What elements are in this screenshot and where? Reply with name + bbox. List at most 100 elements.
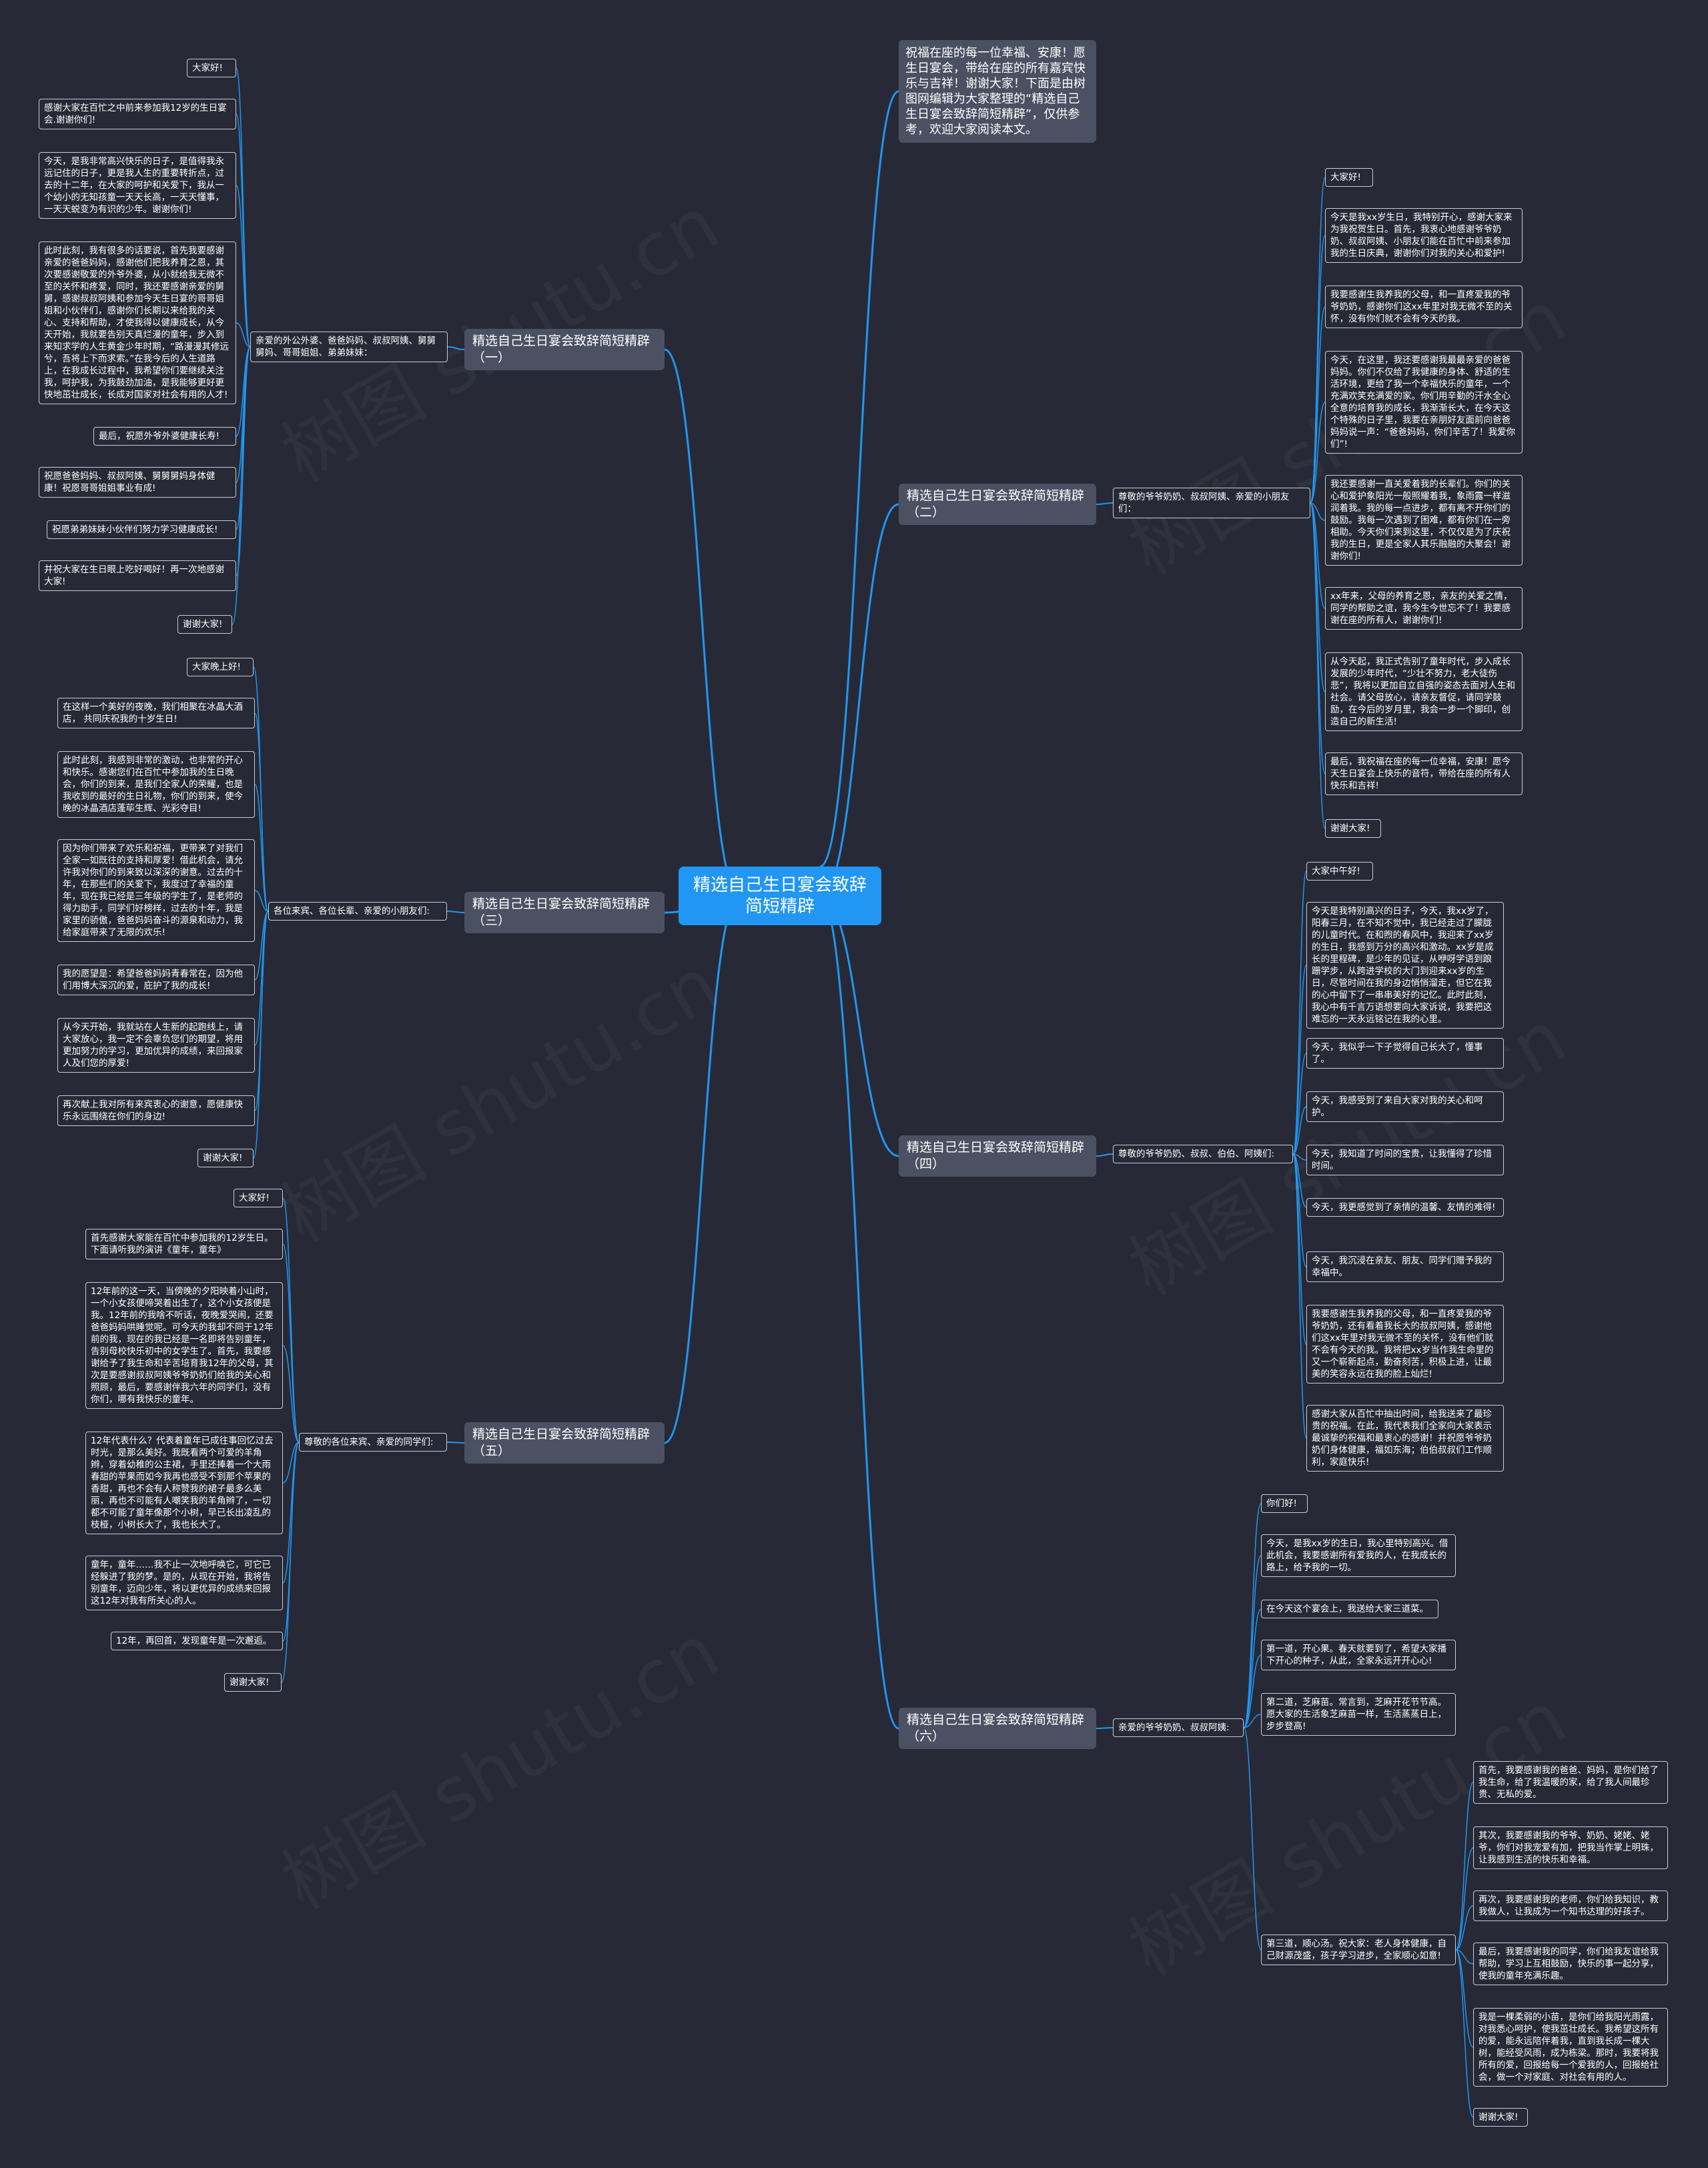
leaf-2-4[interactable]: 今天，在这里，我还要感谢我最最亲爱的爸爸妈妈。你们不仅给了我健康的身体、舒适的生…: [1325, 351, 1523, 454]
leaf-2-9[interactable]: 谢谢大家!: [1325, 819, 1381, 838]
connector-line-50: [282, 1442, 300, 1484]
leaf-5-4[interactable]: 12年代表什么？代表着童年已成往事回忆过去时光，是那么美好。我既看两个可爱的羊角…: [85, 1432, 283, 1534]
connector-line-6: [236, 185, 251, 348]
leaf-6-3[interactable]: 在今天这个宴会上，我送给大家三道菜。: [1261, 1600, 1438, 1618]
leaf-3-6[interactable]: 从今天开始，我就站在人生新的起跑线上，请大家放心，我一定不会辜负您们的期望，将用…: [57, 1018, 255, 1073]
connector-line-67: [1455, 1949, 1474, 2118]
leaf-2-3[interactable]: 我要感谢生我养我的父母，和一直疼爱我的爷爷奶奶，感谢你们这xx年里对我无微不至的…: [1325, 286, 1523, 328]
leaf-4-7[interactable]: 今天，我沉浸在亲友、朋友、同学们赠予我的幸福中。: [1306, 1251, 1504, 1282]
leaf-4-8[interactable]: 我要感谢生我养我的父母，和一直疼爱我的爷爷奶奶，还有看着我长大的叔叔阿姨，感谢他…: [1306, 1305, 1504, 1384]
connector-line-22: [1310, 502, 1326, 774]
subleaf-6-6[interactable]: 谢谢大家!: [1473, 2108, 1528, 2127]
leaf-1-3[interactable]: 今天，是我非常高兴快乐的日子，是值得我永远记住的日子，更是我人生的重要转折点，过…: [39, 152, 236, 219]
leaf-4-9[interactable]: 感谢大家从百忙中抽出时间，给我送来了最珍贵的祝福。在此，我代表我们全家向大家表示…: [1306, 1405, 1504, 1472]
leaf-5-3[interactable]: 12年前的这一天，当傍晚的夕阳映着小山时，一个小女孩便啼哭着出生了，这个小女孩便…: [85, 1282, 283, 1409]
connector-line-28: [254, 784, 269, 912]
branch-topic-4[interactable]: 精选自己生日宴会致辞简短精辟（四）: [899, 1135, 1096, 1177]
connector-line-46: [446, 1442, 465, 1444]
leaf-4-1[interactable]: 大家中午好!: [1306, 862, 1373, 881]
subleaf-6-2[interactable]: 其次，我要感谢我的爷爷、奶奶、姥姥、姥爷，你们对我宠爱有加，把我当作掌上明珠，让…: [1473, 1826, 1668, 1869]
connector-line-1: [819, 90, 899, 868]
connector-line-62: [1455, 1782, 1474, 1951]
leaf-3-1[interactable]: 大家晚上好!: [187, 658, 254, 676]
leaf-4-4[interactable]: 今天，我感受到了来自大家对我的关心和呵护。: [1306, 1091, 1504, 1122]
leaf-6-4[interactable]: 第一道，开心果。春天就要到了，希望大家播下开心的种子，从此，全家永远开开心心!: [1261, 1640, 1456, 1670]
connector-line-34: [819, 895, 899, 1157]
connector-line-33: [253, 911, 269, 1159]
leaf-3-7[interactable]: 再次献上我对所有来宾衷心的谢意，愿健康快乐永远围绕在你们的身边!: [57, 1095, 255, 1126]
connector-line-2: [664, 348, 741, 897]
leaf-1-1[interactable]: 大家好!: [187, 59, 236, 77]
leaf-3-3[interactable]: 此时此刻，我感到非常的激动，也非常的开心和快乐。感谢您们在百忙中参加我的生日晚会…: [57, 751, 255, 818]
branch-topic-5[interactable]: 精选自己生日宴会致辞简短精辟（五）: [464, 1422, 665, 1464]
leaf-4-2[interactable]: 今天是我特别高兴的日子，今天，我xx岁了，阳春三月，在不知不觉中，我已经走过了朦…: [1306, 902, 1504, 1029]
leaf-1-6[interactable]: 祝愿爸爸妈妈、叔叔阿姨、舅舅舅妈身体健康！祝愿哥哥姐姐事业有成!: [39, 467, 236, 498]
leaf-3-8[interactable]: 谢谢大家!: [197, 1149, 254, 1167]
leaf-2-6[interactable]: xx年来，父母的养育之恩，亲友的关爱之情，同学的帮助之谊，我今生今世忘不了！我要…: [1325, 587, 1523, 630]
leaf-4-3[interactable]: 今天，我似乎一下子觉得自己长大了，懂事了。: [1306, 1038, 1504, 1069]
subleaf-6-4[interactable]: 最后，我要感谢我的同学，你们给我友谊给我帮助，学习上互相鼓励，快乐的事一起分享，…: [1473, 1943, 1668, 1985]
leaf-5-5[interactable]: 童年，童年……我不止一次地呼唤它，可它已经躲进了我的梦。是的，从现在开始，我将告…: [85, 1556, 283, 1610]
leaf-3-2[interactable]: 在这样一个美好的夜晚，我们相聚在冰晶大酒店， 共同庆祝我的十岁生日!: [57, 698, 255, 728]
leaf-1-8[interactable]: 并祝大家在生日眼上吃好喝好！再一次地感谢大家!: [39, 560, 236, 591]
leaf-5-2[interactable]: 首先感谢大家能在百忙中参加我的12岁生日。下面请听我的演讲《童年，童年》: [85, 1229, 283, 1259]
leaf-1-5[interactable]: 最后，祝愿外爷外婆健康长寿!: [93, 427, 236, 446]
connector-line-30: [254, 911, 269, 981]
leaf-5-7[interactable]: 谢谢大家!: [224, 1673, 282, 1692]
greeting-1[interactable]: 亲爱的外公外婆、爸爸妈妈、叔叔阿姨、舅舅舅妈、哥哥姐姐、弟弟妹妹：: [250, 332, 448, 362]
leaf-1-2[interactable]: 感谢大家在百忙之中前来参加我12岁的生日宴会.谢谢你们!: [39, 99, 236, 129]
connector-line-60: [1243, 1714, 1262, 1728]
subleaf-6-5[interactable]: 我是一棵柔弱的小苗，是你们给我阳光雨露，对我悉心呵护，使我茁壮成长。我希望这所有…: [1473, 2008, 1668, 2087]
greeting-5[interactable]: 尊敬的各位来宾、亲爱的同学们:: [299, 1433, 447, 1452]
connector-line-57: [1243, 1555, 1262, 1728]
greeting-2[interactable]: 尊敬的爷爷奶奶、叔叔阿姨、亲爱的小朋友们：: [1113, 488, 1310, 518]
leaf-4-6[interactable]: 今天，我更感觉到了亲情的温馨、友情的难得!: [1306, 1198, 1504, 1217]
leaf-2-1[interactable]: 大家好!: [1325, 168, 1373, 187]
connector-line-61: [1243, 1727, 1262, 1951]
leaf-6-2[interactable]: 今天，是我xx岁的生日，我心里特别高兴。借此机会，我要感谢所有爱我的人，在我成长…: [1261, 1534, 1456, 1577]
leaf-2-2[interactable]: 今天是我xx岁生日，我特别开心，感谢大家来为我祝贺生日。首先，我衷心地感谢爷爷奶…: [1325, 208, 1523, 263]
connector-line-27: [254, 712, 269, 912]
subleaf-6-3[interactable]: 再次，我要感谢我的老师，你们给我知识，教我做人，让我成为一个知书达理的好孩子。: [1473, 1890, 1668, 1921]
connector-line-38: [1292, 1053, 1307, 1155]
subleaf-6-1[interactable]: 首先，我要感谢我的爸爸、妈妈，是你们给了我生命，给了我温暖的家，给了我人间最珍贵…: [1473, 1761, 1668, 1804]
leaf-5-1[interactable]: 大家好!: [234, 1189, 283, 1207]
greeting-3[interactable]: 各位来宾、各位长辈、亲爱的小朋友们:: [268, 902, 447, 921]
root-topic[interactable]: 精选自己生日宴会致辞简短精辟: [679, 867, 881, 925]
connector-line-49: [282, 1345, 300, 1443]
connector-line-45: [664, 895, 741, 1444]
leaf-2-8[interactable]: 最后，我祝福在座的每一位幸福，安康！愿今天生日宴会上快乐的音符，带给在座的所有人…: [1325, 752, 1523, 795]
greeting-6[interactable]: 亲爱的爷爷奶奶、叔叔阿姨:: [1113, 1718, 1244, 1737]
leaf-1-4[interactable]: 此时此刻，我有很多的话要说，首先我要感谢亲爱的爸爸妈妈，感谢他们把我养育之恩，其…: [39, 241, 236, 404]
connector-line-65: [1455, 1949, 1474, 1965]
leaf-5-6[interactable]: 12年，再回首，发现童年是一次邂逅。: [111, 1632, 283, 1650]
branch-topic-2[interactable]: 精选自己生日宴会致辞简短精辟（二）: [899, 484, 1096, 525]
greeting-4[interactable]: 尊敬的爷爷奶奶、叔叔、伯伯、阿姨们:: [1113, 1145, 1293, 1163]
connector-line-66: [1455, 1949, 1474, 2048]
connector-line-40: [1292, 1153, 1307, 1161]
branch-topic-3[interactable]: 精选自己生日宴会致辞简短精辟（三）: [464, 892, 665, 933]
connector-line-54: [819, 895, 899, 1730]
branch-topic-1[interactable]: 精选自己生日宴会致辞简短精辟（一）: [464, 329, 665, 370]
leaf-6-1[interactable]: 你们好!: [1261, 1494, 1308, 1513]
connector-line-41: [1292, 1153, 1307, 1208]
intro-note[interactable]: 祝福在座的每一位幸福、安康！愿生日宴会，带给在座的所有嘉宾快乐与吉祥！谢谢大家！…: [899, 40, 1096, 143]
connector-line-7: [236, 322, 251, 348]
leaf-6-6[interactable]: 第三道，顺心汤。祝大家：老人身体健康，自己财源茂盛，孩子学习进步，全家顺心如意!: [1261, 1935, 1456, 1965]
leaf-2-7[interactable]: 从今天起，我正式告别了童年时代，步入成长发展的少年时代，“少壮不努力，老大徒伤悲…: [1325, 652, 1523, 731]
leaf-3-5[interactable]: 我的愿望是：希望爸爸妈妈青春常在，因为他们用博大深沉的爱，庇护了我的成长!: [57, 965, 255, 995]
leaf-1-9[interactable]: 谢谢大家!: [177, 615, 232, 634]
connector-line-42: [1292, 1153, 1307, 1267]
leaf-1-7[interactable]: 祝愿弟弟妹妹小伙伴们努力学习健康成长!: [47, 520, 236, 539]
connector-line-36: [1292, 871, 1307, 1155]
connector-line-5: [236, 113, 251, 348]
branch-topic-6[interactable]: 精选自己生日宴会致辞简短精辟（六）: [899, 1708, 1096, 1749]
leaf-6-5[interactable]: 第二道，芝麻苗。常言到，芝麻开花节节高。愿大家的生活象芝麻苗一样，生活蒸蒸日上，…: [1261, 1693, 1456, 1736]
leaf-2-5[interactable]: 我还要感谢一直关爱着我的长辈们。你们的关心和爱护象阳光一般照耀着我，象雨露一样滋…: [1325, 475, 1523, 566]
connector-line-3: [447, 346, 465, 350]
connector-line-11: [236, 346, 251, 576]
connector-line-64: [1455, 1905, 1474, 1951]
leaf-4-5[interactable]: 今天，我知道了时间的宝贵，让我懂得了珍惜时间。: [1306, 1145, 1504, 1175]
connector-line-58: [1243, 1608, 1262, 1728]
leaf-3-4[interactable]: 因为你们带来了欢乐和祝福，更带来了对我们全家一如既往的支持和厚爱！借此机会，请允…: [57, 839, 255, 942]
